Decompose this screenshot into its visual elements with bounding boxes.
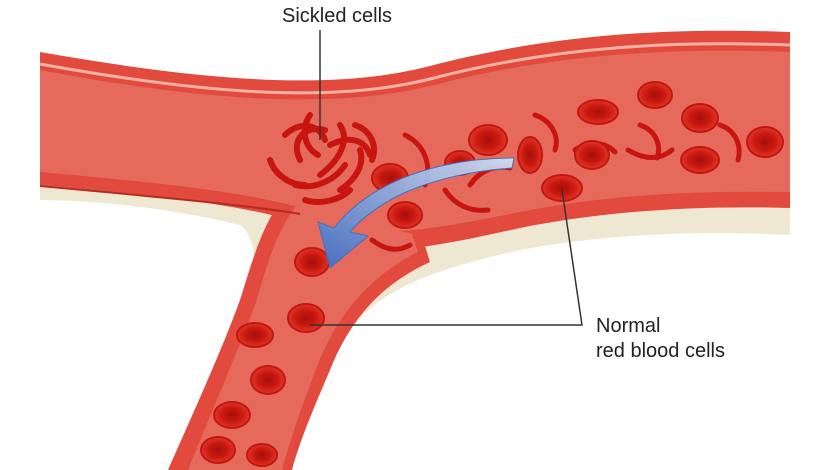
disc-icon	[747, 127, 783, 157]
disc-icon	[388, 202, 422, 228]
normal-label-line-2: red blood cells	[596, 339, 725, 364]
disc-icon	[288, 304, 324, 332]
disc-icon	[214, 402, 250, 428]
disc-icon	[575, 141, 609, 169]
disc-icon	[295, 248, 329, 276]
normal-label-line-1: Normal	[596, 314, 725, 339]
disc-icon	[251, 366, 285, 394]
disc-icon	[638, 82, 672, 108]
disc-icon	[201, 437, 235, 463]
disc-icon	[682, 104, 718, 132]
disc-icon	[578, 100, 618, 124]
normal-red-blood-cells-label: Normal red blood cells	[596, 314, 725, 364]
disc-icon	[681, 147, 719, 173]
disc-icon	[518, 137, 542, 173]
disc-icon	[237, 323, 273, 347]
sickled-cells-label: Sickled cells	[282, 4, 392, 29]
disc-icon	[542, 175, 582, 201]
disc-icon	[469, 125, 507, 155]
disc-icon	[247, 444, 277, 466]
